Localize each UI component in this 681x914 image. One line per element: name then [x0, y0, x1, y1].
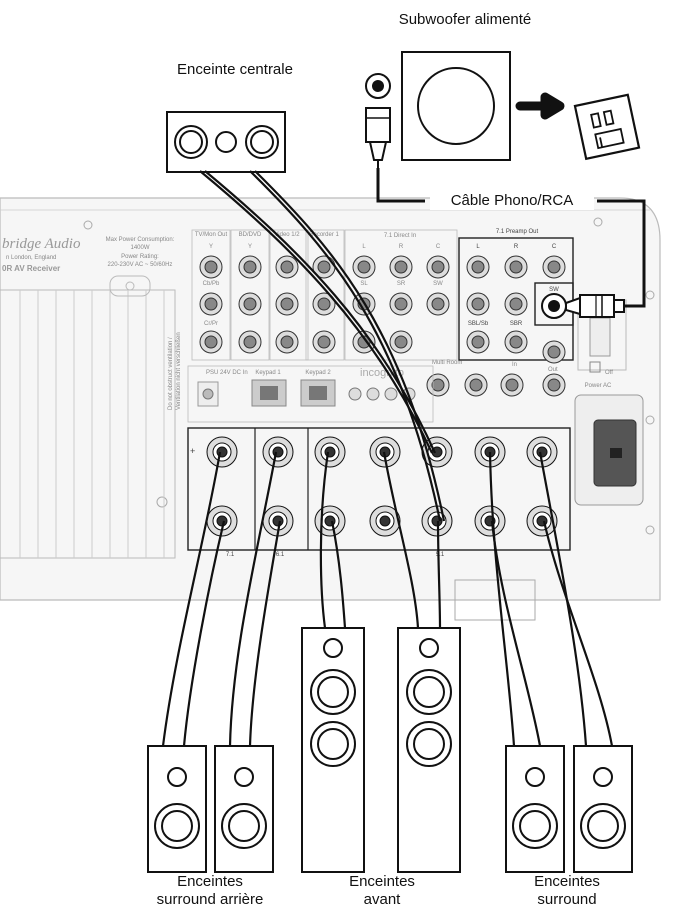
wall-outlet-icon	[573, 93, 641, 161]
rca-plug-top	[365, 73, 391, 168]
heatsink-fins	[0, 275, 176, 559]
front-label-line-1: Enceintes	[349, 873, 415, 890]
config-6-1: 6.1	[276, 552, 285, 558]
channel-letter: L	[476, 244, 480, 250]
power-rating-value: 220-230V AC ~ 50/60Hz	[108, 262, 173, 268]
rca-plug-sw	[565, 294, 625, 318]
receiver-brand: bridge Audio	[2, 236, 81, 252]
ac-power-inlet: Power AC	[574, 361, 644, 506]
row-label: Cr/Pr	[204, 321, 218, 327]
input-tv-mon-out: TV/Mon Out	[195, 232, 228, 238]
channel-letter: C	[436, 244, 441, 250]
row-label: SW	[433, 281, 443, 287]
surround-speaker-right	[573, 745, 633, 873]
input-recorder-1: Recorder 1	[309, 232, 339, 238]
sw-label: SW	[549, 287, 559, 293]
vent-note-1: Do not obstruct ventilation /	[168, 337, 174, 410]
channel-letter: C	[552, 244, 557, 250]
channel-letter: L	[362, 244, 366, 250]
input-video-1-2: Video 1/2	[274, 232, 300, 238]
row-label: SBL/Sb	[468, 321, 489, 327]
off-label: Off	[605, 370, 613, 376]
sw-output-jack: SW	[534, 282, 574, 326]
row-label: SL	[360, 281, 368, 287]
surround-label-line-2: surround	[537, 891, 597, 908]
channel-letter: Y	[248, 244, 252, 250]
channel-letter: Y	[209, 244, 213, 250]
vent-note-2: Ventilation nicht verschließen	[176, 332, 182, 410]
center-speaker-label: Enceinte centrale	[177, 61, 293, 78]
front-speaker-left	[301, 627, 365, 873]
receiver-origin: n London, England	[6, 255, 56, 261]
cable-label: Câble Phono/RCA	[430, 192, 594, 210]
row-label: Cb/Pb	[203, 281, 220, 287]
surround-back-speaker-left	[147, 745, 207, 873]
keypad-2-label: Keypad 2	[305, 370, 331, 376]
surround-back-label-line-2: surround arrière	[156, 891, 264, 908]
channel-letter: R	[514, 244, 519, 250]
front-label-line-2: avant	[363, 891, 401, 908]
in-label: In	[512, 362, 517, 368]
max-power-label: Max Power Consumption:	[106, 237, 175, 243]
row-label: SBR	[510, 321, 523, 327]
powered-subwoofer	[401, 51, 565, 161]
front-speaker-right	[397, 627, 461, 873]
speaker-binding-posts	[206, 436, 558, 537]
surround-label-line-1: Enceintes	[534, 873, 600, 890]
receiver-model: 0R AV Receiver	[2, 264, 60, 273]
channel-letter: R	[399, 244, 404, 250]
multi-room-label: Multi Room	[432, 360, 462, 366]
config-7-1: 7.1	[226, 552, 235, 558]
config-5-1: 5.1	[436, 552, 445, 558]
max-power-value: 1400W	[130, 245, 149, 251]
surround-back-speaker-right	[214, 745, 274, 873]
phono-rca-cable	[376, 168, 646, 308]
input-bd-dvd: BD/DVD	[239, 232, 262, 238]
power-rating-label: Power Rating:	[121, 254, 159, 260]
keypad-1-label: Keypad 1	[255, 370, 281, 376]
center-speaker	[166, 111, 286, 173]
plus-label: +	[190, 446, 195, 456]
surround-label: Enceintes surround	[487, 873, 647, 909]
row-label: SR	[397, 281, 406, 287]
speaker-cables	[161, 170, 614, 747]
surround-speaker-left	[505, 745, 565, 873]
subwoofer-label: Subwoofer alimenté	[398, 11, 532, 28]
power-ac-label: Power AC	[585, 383, 612, 389]
front-label: Enceintes avant	[302, 873, 462, 909]
out-label: Out	[548, 367, 558, 373]
surround-back-label-line-1: Enceintes	[177, 873, 243, 890]
psu-label: PSU 24V DC In	[206, 370, 248, 376]
input-7-1-direct-in: 7.1 Direct In	[384, 233, 416, 239]
input-7-1-preamp-out: 7.1 Preamp Out	[496, 229, 539, 235]
surround-back-label: Enceintes surround arrière	[130, 873, 290, 909]
